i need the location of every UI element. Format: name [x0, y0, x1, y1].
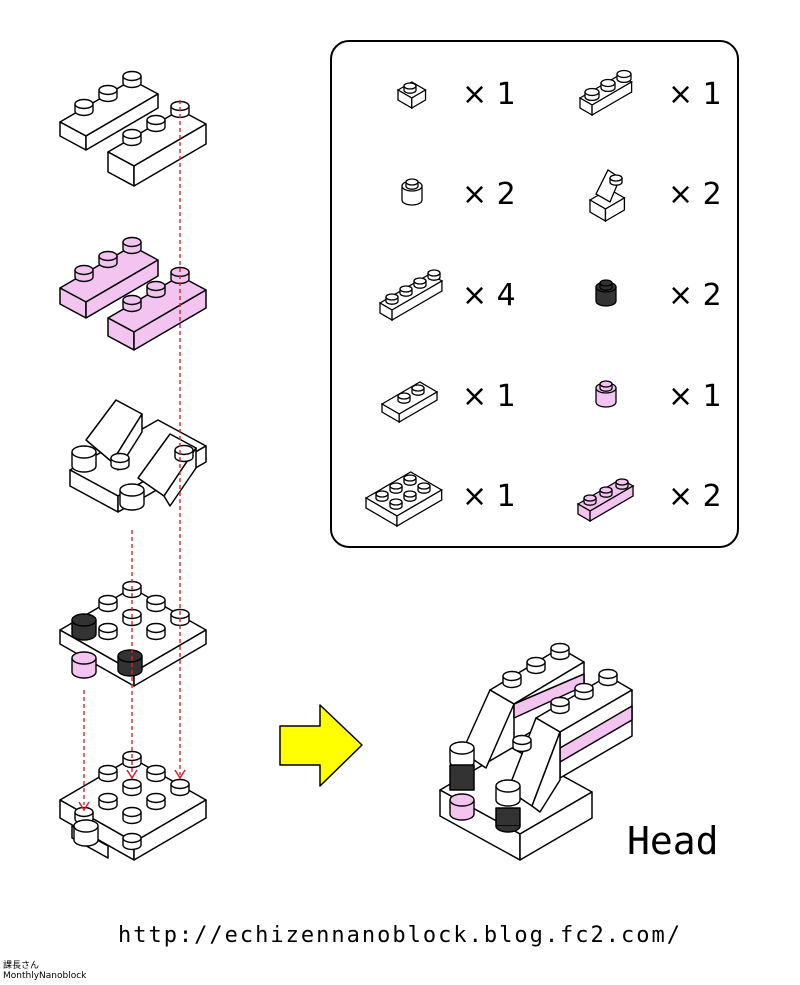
credit-author: 課長さん: [3, 961, 40, 971]
next-step-arrow-icon: [279, 704, 363, 787]
part-quantity: × 2: [668, 278, 722, 313]
part-brick-1x1-icon: [396, 81, 427, 110]
step-2-pink-bricks: [59, 236, 207, 351]
part-quantity: × 1: [462, 379, 516, 414]
part-quantity: × 4: [462, 278, 516, 313]
part-slope-brick-icon: [588, 169, 626, 223]
part-quantity: × 1: [668, 379, 722, 414]
credit: 課長さん MonthlyNanoblock: [3, 961, 86, 981]
part-quantity: × 2: [668, 479, 722, 514]
step-3-slope-assembly: [69, 399, 207, 513]
part-quantity: × 2: [462, 177, 516, 212]
step-5-base-plate: [59, 750, 207, 861]
step-4-plate-with-studs: [59, 580, 207, 687]
part-brick-1x3-icon: [576, 478, 635, 523]
parts-list-panel: [330, 40, 739, 548]
step-1-white-bricks: [59, 70, 207, 187]
part-round-stud-1x1-icon: [595, 279, 617, 307]
source-url[interactable]: http://echizennanoblock.blog.fc2.com/: [118, 923, 682, 948]
part-quantity: × 2: [668, 177, 722, 212]
part-brick-1x4-icon: [378, 269, 444, 322]
credit-site: MonthlyNanoblock: [3, 971, 87, 981]
part-round-stud-1x1-icon: [401, 178, 423, 206]
part-quantity: × 1: [668, 77, 722, 112]
part-plate-2x3-icon: [364, 471, 443, 528]
part-quantity: × 1: [462, 479, 516, 514]
part-quantity: × 1: [462, 77, 516, 112]
part-brick-1x3-rounded-icon: [578, 69, 633, 117]
part-round-stud-1x1-icon: [595, 380, 617, 408]
assembled-head-model: [439, 642, 633, 861]
assembly-guide-lines: [83, 100, 181, 805]
result-label: Head: [627, 819, 719, 863]
guide-arrowheads: [78, 769, 186, 812]
part-plate-1x2-icon: [380, 381, 439, 424]
